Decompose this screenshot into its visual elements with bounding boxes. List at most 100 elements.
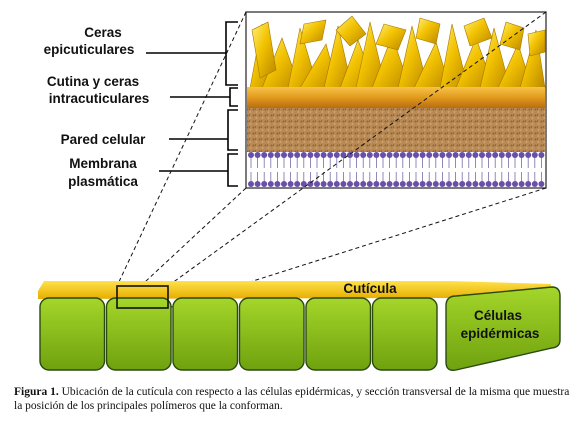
label-cutina-line1: Cutina y ceras	[47, 74, 139, 89]
cell-wall-layer	[247, 108, 545, 152]
lipid-head	[366, 152, 373, 158]
lipid-head	[393, 181, 400, 187]
lipid-head	[327, 181, 334, 187]
lipid-head	[426, 152, 433, 158]
lipid-head	[353, 181, 360, 187]
caption-text: Ubicación de la cutícula con respecto a …	[14, 386, 570, 412]
lipid-head	[406, 181, 413, 187]
lipid-head	[485, 152, 492, 158]
lipid-head	[300, 152, 307, 158]
epidermal-cell	[172, 297, 239, 371]
lipid-head	[525, 181, 532, 187]
lipid-head	[294, 152, 301, 158]
lipid-head	[525, 152, 532, 158]
lipid-head	[518, 181, 525, 187]
wax-crystal	[299, 19, 327, 45]
lipid-head	[472, 152, 479, 158]
lipid-head	[399, 181, 406, 187]
lipid-head	[498, 181, 505, 187]
zoom-line-tl	[116, 11, 247, 287]
lipid-head	[307, 181, 314, 187]
lipid-head	[439, 152, 446, 158]
zoom-box	[116, 285, 169, 309]
lipid-head	[353, 152, 360, 158]
label-pared-celular: Pared celular	[61, 132, 147, 147]
lipid-head	[518, 152, 525, 158]
lipid-head	[254, 152, 261, 158]
bracket-membrane	[227, 153, 238, 187]
lipid-head	[512, 181, 518, 187]
label-cuticula: Cutícula	[343, 281, 397, 296]
lipid-head	[452, 181, 459, 187]
label-membrana-line1: Membrana	[69, 156, 137, 171]
epidermal-cell	[305, 297, 372, 371]
lipid-head	[261, 181, 268, 187]
lipid-head	[294, 181, 301, 187]
lipid-head	[538, 152, 545, 158]
lipid-head	[360, 181, 367, 187]
lipid-head	[452, 152, 459, 158]
lipid-head	[274, 181, 281, 187]
figure-caption: Figura 1. Ubicación de la cutícula con r…	[14, 385, 570, 413]
label-ceras-line1: Ceras	[84, 25, 122, 40]
lipid-head	[492, 181, 499, 187]
lipid-head	[340, 152, 347, 158]
zoom-line-tr	[167, 11, 547, 287]
bracket-wall	[227, 109, 238, 151]
wax-crystal	[499, 21, 525, 51]
lipid-head	[360, 152, 367, 158]
zoom-line-bl	[116, 187, 247, 309]
lipid-head	[281, 152, 287, 158]
lipid-head	[340, 181, 347, 187]
lipid-head	[413, 152, 419, 158]
lipid-head	[373, 152, 380, 158]
epidermal-cell	[371, 297, 438, 371]
lipid-head	[485, 181, 492, 187]
cutin-layer	[247, 87, 545, 108]
lipid-head	[413, 181, 419, 187]
lipid-head	[307, 152, 314, 158]
lipid-head	[472, 181, 479, 187]
label-celulas-line1: Células	[474, 308, 522, 323]
cross-section-panel	[245, 11, 547, 189]
lipid-head	[538, 181, 545, 187]
bracket-wax	[225, 21, 238, 86]
lipid-head	[300, 181, 307, 187]
lipid-head	[399, 152, 406, 158]
label-celulas-line2: epidérmicas	[461, 326, 540, 341]
lipid-head	[314, 152, 320, 158]
lipid-head	[248, 152, 254, 158]
lipid-head	[320, 152, 327, 158]
lipid-head	[380, 152, 386, 158]
lipid-head	[333, 181, 340, 187]
epidermal-cell	[105, 297, 172, 371]
wax-crystal	[463, 17, 493, 47]
lipid-head	[446, 152, 452, 158]
lipid-head	[459, 181, 466, 187]
lipid-head	[254, 181, 261, 187]
lipid-head	[380, 181, 386, 187]
bracket-cutin	[229, 87, 238, 107]
layer-labels	[146, 21, 238, 187]
lipid-head	[426, 181, 433, 187]
lipid-head	[248, 181, 254, 187]
wax-crystal	[527, 29, 546, 57]
lipid-head	[281, 181, 287, 187]
label-ceras-line2: epicuticulares	[44, 42, 135, 57]
lipid-head	[498, 152, 505, 158]
wax-crystal	[335, 15, 367, 47]
lipid-head	[432, 152, 439, 158]
lipid-head	[419, 181, 426, 187]
lipid-head	[393, 152, 400, 158]
lipid-head	[333, 152, 340, 158]
lipid-head	[327, 152, 334, 158]
lipid-head	[465, 181, 472, 187]
lipid-head	[386, 181, 393, 187]
lipid-head	[267, 181, 274, 187]
lipid-head	[406, 152, 413, 158]
lipid-head	[261, 152, 268, 158]
lipid-head	[505, 152, 512, 158]
lipid-head	[347, 181, 353, 187]
epidermal-cell	[238, 297, 305, 371]
